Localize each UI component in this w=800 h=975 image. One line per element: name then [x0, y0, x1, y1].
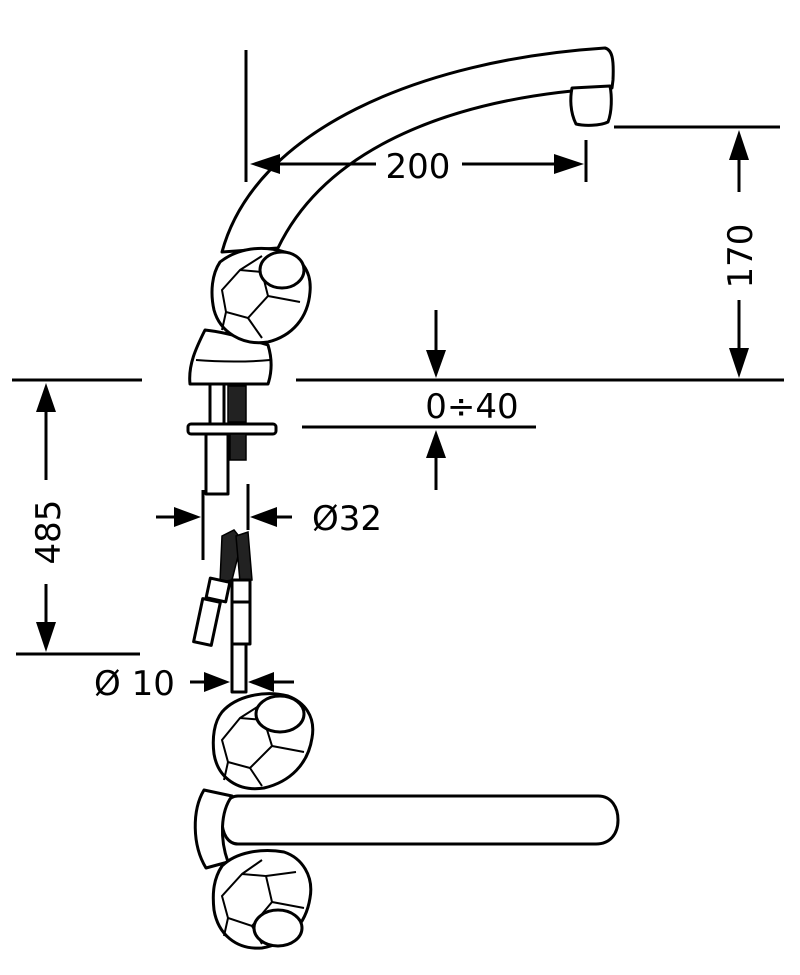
dim-label-hole-diameter: Ø32 [312, 499, 382, 539]
top-faucet [186, 46, 615, 496]
dim-label-deck-thickness: 0÷40 [425, 387, 518, 427]
dim-label-hose-diameter: Ø 10 [94, 664, 175, 704]
dimension-spout-height: 170 [614, 125, 780, 378]
dim-label-spout-height: 170 [721, 224, 761, 289]
bottom-lower-handle [211, 849, 313, 950]
dimension-deck-thickness: 0÷40 [302, 310, 536, 490]
flexible-hoses [192, 529, 253, 694]
spout-nozzle [569, 84, 613, 127]
dimension-hose-diameter: Ø 10 [94, 664, 294, 704]
dim-label-hose-length: 485 [29, 500, 69, 565]
dimension-hose-length: 485 [16, 383, 140, 656]
bottom-spout [220, 794, 620, 846]
dimension-spout-reach: 200 [244, 50, 588, 187]
dim-label-spout-reach: 200 [386, 147, 451, 187]
spout [220, 46, 615, 254]
bottom-faucet [193, 692, 620, 950]
top-handle [210, 246, 312, 345]
mounting-shank [186, 382, 278, 496]
bottom-upper-handle [211, 692, 315, 791]
dimension-hole-diameter: Ø32 [156, 484, 382, 560]
